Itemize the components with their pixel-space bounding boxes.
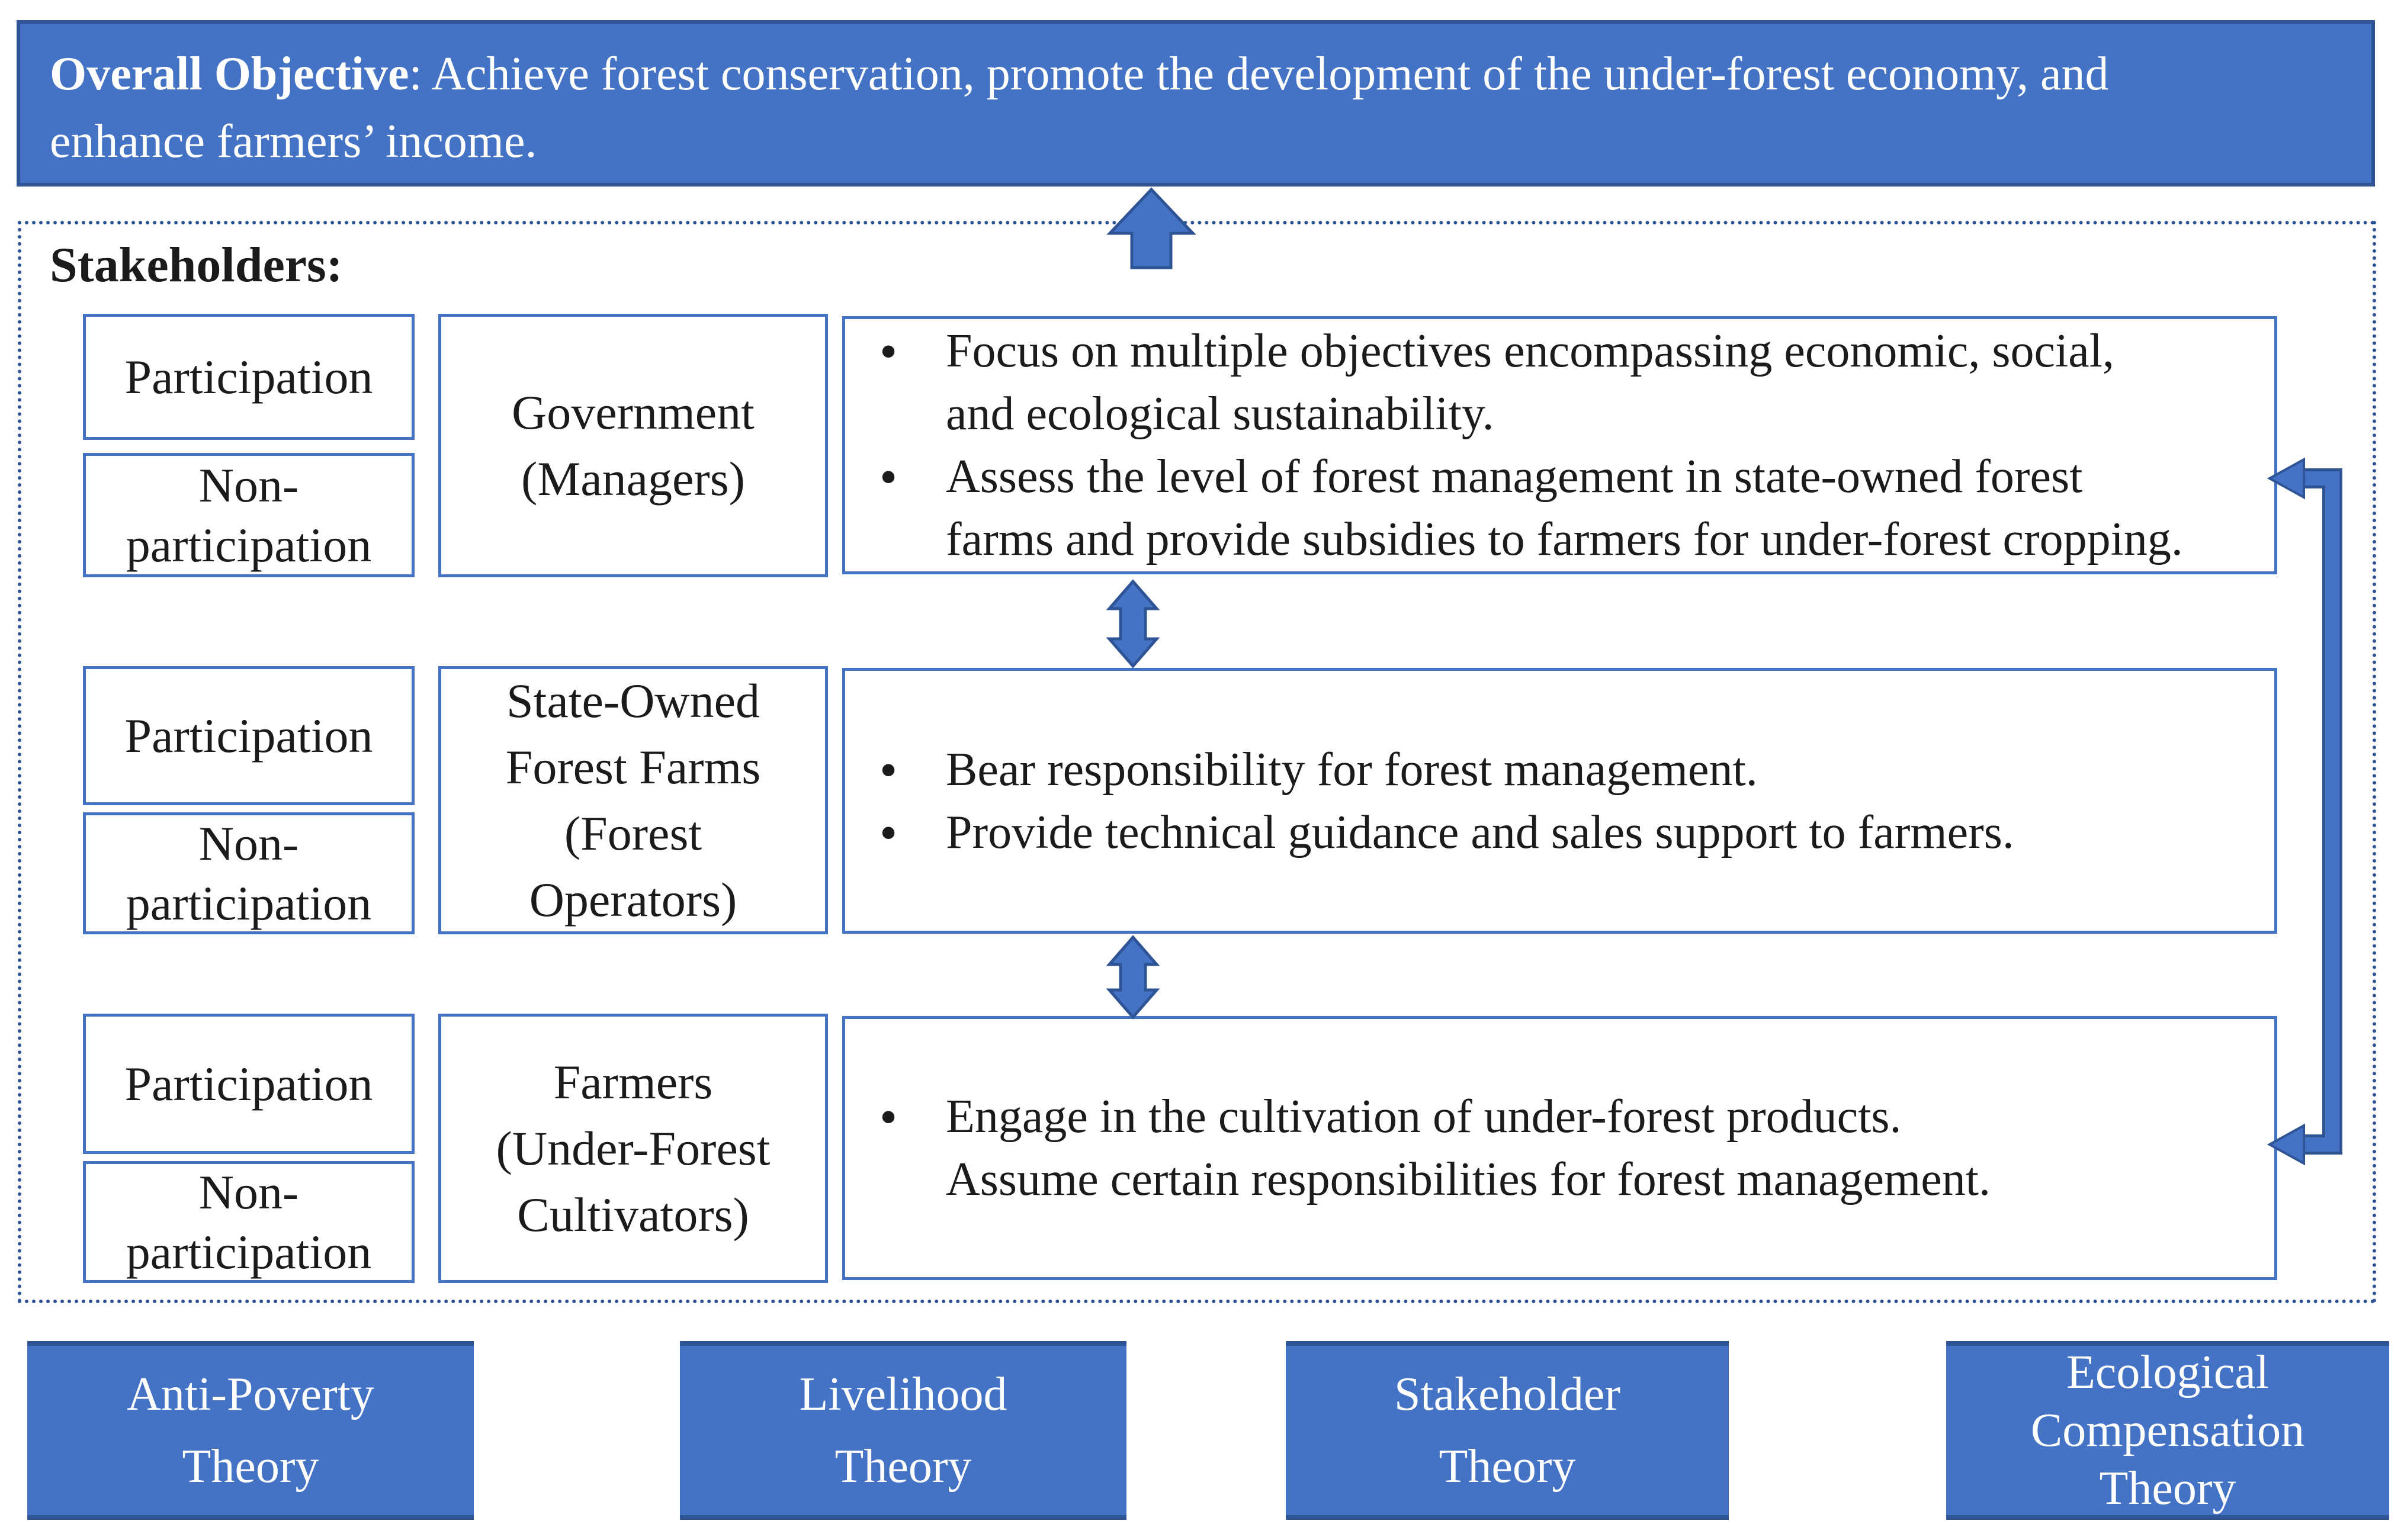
row2-participation-box: Participation: [83, 666, 415, 805]
theory3-line2: Theory: [1439, 1441, 1576, 1493]
row1-non-participation-line1: Non-: [198, 458, 299, 512]
row1-bullet2-line2: farms and provide subsidies to farmers f…: [946, 513, 2183, 565]
stakeholders-frame: [18, 221, 2376, 1303]
row2-description-box: • Bear responsibility for forest managem…: [842, 668, 2277, 934]
row1-non-participation-line2: participation: [126, 518, 372, 572]
row1-role-line1: Government: [512, 385, 755, 439]
overall-objective-line1: Overall Objective: Achieve forest conser…: [50, 40, 2342, 108]
row2-role-line1: State-Owned: [506, 673, 760, 728]
theory4-line3: Theory: [2099, 1462, 2236, 1515]
row2-non-participation-line1: Non-: [198, 816, 299, 870]
row2-bullet-2: • Provide technical guidance and sales s…: [879, 801, 2245, 864]
row3-role-box-farmers: Farmers (Under-Forest Cultivators): [438, 1014, 828, 1283]
bullet-marker: •: [879, 323, 898, 380]
row2-role-line4: Operators): [529, 872, 737, 927]
row2-role-line3: (Forest: [564, 806, 702, 860]
row3-role-line1: Farmers: [553, 1054, 713, 1109]
row2-role-line2: Forest Farms: [505, 740, 761, 794]
row1-non-participation-box: Non- participation: [83, 453, 415, 577]
theory1-line2: Theory: [182, 1441, 319, 1493]
theory1-line1: Anti-Poverty: [127, 1368, 374, 1420]
row2-bullet2-line1: Provide technical guidance and sales sup…: [946, 806, 2014, 859]
overall-objective-banner: Overall Objective: Achieve forest conser…: [17, 20, 2375, 187]
row3-bullet1-line1: Engage in the cultivation of under-fores…: [946, 1091, 1902, 1143]
row1-role-box-government: Government (Managers): [438, 314, 828, 577]
row1-bullet1-line2: and ecological sustainability.: [946, 388, 1494, 440]
overall-objective-line2: enhance farmers’ income.: [50, 115, 537, 168]
theory3-line1: Stakeholder: [1394, 1368, 1621, 1420]
row3-role-line3: Cultivators): [517, 1187, 749, 1242]
row2-non-participation-line2: participation: [126, 876, 372, 930]
row3-bullet1-line2: Assume certain responsibilities for fore…: [946, 1153, 1991, 1205]
row1-bullet-1: • Focus on multiple objectives encompass…: [879, 320, 2245, 445]
bullet-marker: •: [879, 803, 898, 861]
theory2-line2: Theory: [834, 1441, 972, 1493]
bullet-marker: •: [879, 1088, 898, 1145]
stakeholders-label: Stakeholders:: [50, 237, 343, 292]
overall-objective-line1-rest: : Achieve forest conservation, promote t…: [409, 48, 2109, 100]
row2-bullet-1: • Bear responsibility for forest managem…: [879, 738, 2245, 801]
theory2-line1: Livelihood: [799, 1368, 1007, 1420]
row2-role-box-forest-farms: State-Owned Forest Farms (Forest Operato…: [438, 666, 828, 934]
bullet-marker: •: [879, 741, 898, 798]
row3-role-line2: (Under-Forest: [496, 1121, 771, 1175]
row1-description-box: • Focus on multiple objectives encompass…: [842, 316, 2277, 574]
row3-non-participation-box: Non- participation: [83, 1161, 415, 1283]
row3-non-participation-line2: participation: [126, 1225, 372, 1279]
theory-box-ecological-compensation: Ecological Compensation Theory: [1946, 1341, 2389, 1520]
row1-bullet2-line1: Assess the level of forest management in…: [946, 451, 2083, 503]
row1-bullet1-line1: Focus on multiple objectives encompassin…: [946, 325, 2114, 377]
theory4-line1: Ecological: [2066, 1346, 2270, 1398]
theory-box-anti-poverty: Anti-Poverty Theory: [27, 1341, 474, 1520]
row2-participation-label: Participation: [124, 708, 373, 763]
row3-description-box: • Engage in the cultivation of under-for…: [842, 1016, 2277, 1280]
row3-bullet-1: • Engage in the cultivation of under-for…: [879, 1085, 2245, 1211]
row3-participation-label: Participation: [124, 1056, 373, 1111]
row3-non-participation-line1: Non-: [198, 1165, 299, 1219]
row1-bullet-2: • Assess the level of forest management …: [879, 445, 2245, 571]
theory-box-stakeholder: Stakeholder Theory: [1286, 1341, 1729, 1520]
row1-participation-box: Participation: [83, 314, 415, 440]
theory4-line2: Compensation: [2030, 1404, 2305, 1457]
row2-bullet1-line1: Bear responsibility for forest managemen…: [946, 743, 1758, 796]
row1-participation-label: Participation: [124, 349, 373, 404]
bullet-marker: •: [879, 448, 898, 505]
row3-participation-box: Participation: [83, 1014, 415, 1154]
row1-role-line2: (Managers): [521, 451, 745, 506]
theory-box-livelihood: Livelihood Theory: [680, 1341, 1126, 1520]
overall-objective-title: Overall Objective: [50, 48, 409, 100]
row2-non-participation-box: Non- participation: [83, 812, 415, 934]
